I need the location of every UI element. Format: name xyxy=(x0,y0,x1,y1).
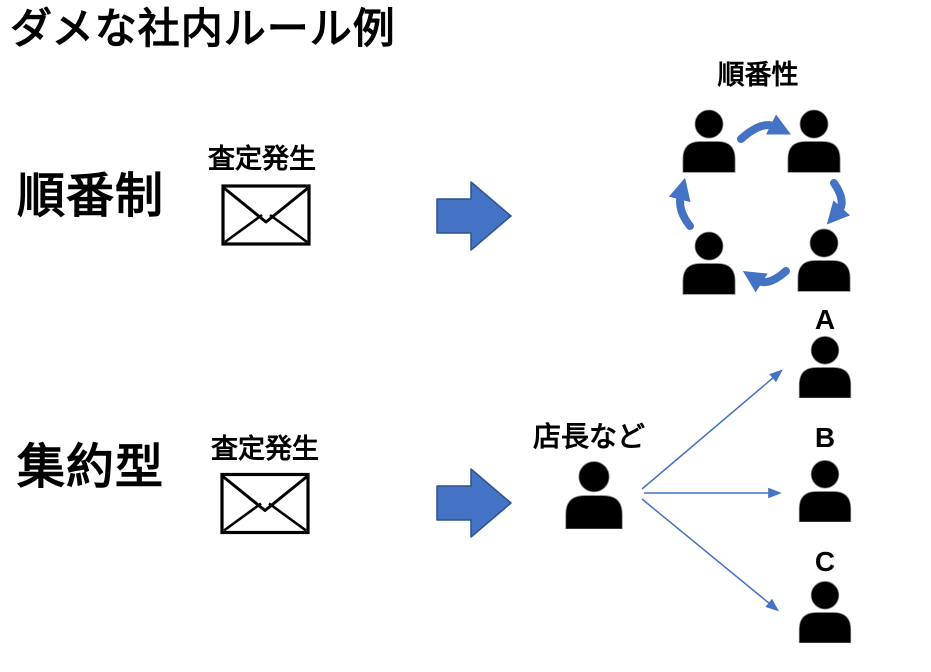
person-icon-manager xyxy=(565,461,623,529)
row1-name-label: 順番制 xyxy=(17,170,165,223)
fan-arrow-to-c-icon xyxy=(641,498,780,612)
cycle-arrow-right-icon xyxy=(826,179,851,225)
cycle-arrow-left-icon xyxy=(668,177,694,230)
person-icon-cycle-bottom-left xyxy=(682,231,736,295)
recipient-a-label: A xyxy=(814,304,836,335)
row2-name-label: 集約型 xyxy=(17,441,165,494)
envelope-icon xyxy=(221,184,311,246)
recipient-b-label: B xyxy=(814,422,836,453)
cycle-arrow-top-icon xyxy=(737,114,792,143)
block-arrow-right-row1 xyxy=(436,181,512,251)
manager-label: 店長など xyxy=(533,421,646,452)
block-arrow-right-row2 xyxy=(436,468,512,538)
person-icon-cycle-bottom-right xyxy=(797,228,851,292)
person-icon-recipient-b xyxy=(798,460,852,522)
row2-event-label: 査定発生 xyxy=(211,434,319,464)
recipient-c-label: C xyxy=(814,546,836,577)
person-icon-recipient-c xyxy=(798,581,852,643)
person-icon-recipient-a xyxy=(798,336,852,398)
envelope-icon xyxy=(220,472,310,535)
person-icon-cycle-top-left xyxy=(682,109,736,173)
cycle-arrow-bottom-icon xyxy=(742,267,790,293)
fan-arrow-to-a-icon xyxy=(641,369,783,490)
row1-event-label: 査定発生 xyxy=(208,144,316,174)
cycle-label: 順番性 xyxy=(717,60,799,90)
page-title: ダメな社内ルール例 xyxy=(10,5,396,52)
person-icon-cycle-top-right xyxy=(787,109,841,173)
